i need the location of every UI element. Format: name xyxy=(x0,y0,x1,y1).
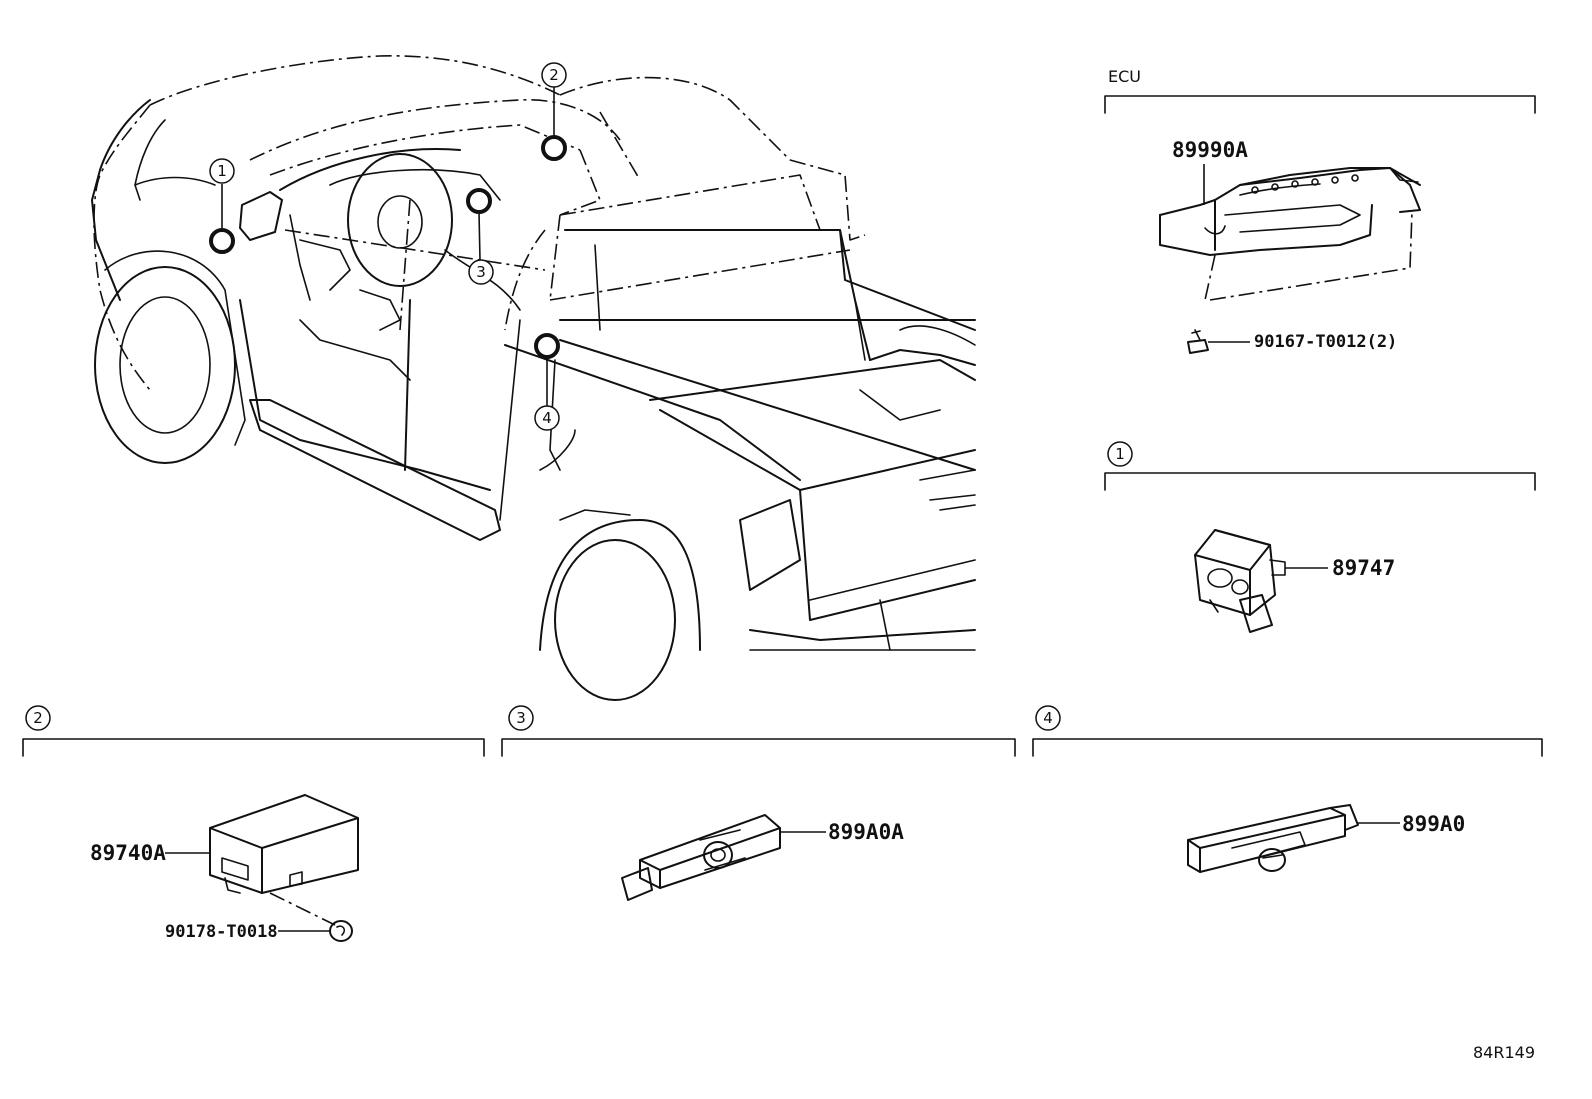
svg-text:1: 1 xyxy=(217,162,227,180)
antenna-899A0-drawing xyxy=(1187,804,1359,873)
antenna-part-label: 899A0 xyxy=(1402,812,1465,836)
section-4-bracket xyxy=(1032,738,1543,757)
truck-illustration: 1 2 3 4 xyxy=(91,55,976,701)
screw-part-label: 90167-T0012(2) xyxy=(1254,332,1397,352)
section-2-bracket xyxy=(22,738,485,757)
section-3: 3 899A0A xyxy=(501,705,1016,901)
ecu-part-label: 89990A xyxy=(1172,138,1248,162)
svg-text:3: 3 xyxy=(516,709,526,727)
ecu-section-bracket xyxy=(1104,95,1536,114)
section-3-callout: 3 xyxy=(508,705,534,731)
svg-text:2: 2 xyxy=(33,709,43,727)
truck-callout-3: 3 xyxy=(468,259,494,285)
truck-callout-2: 2 xyxy=(541,62,567,88)
section-1: 1 89747 xyxy=(1104,441,1536,633)
section-1-callout: 1 xyxy=(1107,441,1133,467)
svg-text:4: 4 xyxy=(1043,709,1053,727)
sensor-part-label: 89747 xyxy=(1332,556,1395,580)
svg-text:4: 4 xyxy=(542,409,552,427)
svg-text:1: 1 xyxy=(1115,445,1125,463)
section-4: 4 899A0 xyxy=(1032,705,1543,873)
antenna-a-part-label: 899A0A xyxy=(828,820,904,844)
ecu-section-label: ECU xyxy=(1108,67,1141,86)
section-2-callout: 2 xyxy=(25,705,51,731)
antenna-899A0A-drawing xyxy=(621,814,781,901)
ecu-module-drawing xyxy=(1159,167,1421,301)
section-2: 2 89740A 90178-T0018 xyxy=(22,705,485,942)
svg-text:2: 2 xyxy=(549,66,559,84)
section-3-bracket xyxy=(501,738,1016,757)
section-4-callout: 4 xyxy=(1035,705,1061,731)
ecu-section: ECU 89990A xyxy=(1104,67,1536,354)
unit-part-label: 89740A xyxy=(90,841,166,865)
svg-text:3: 3 xyxy=(476,263,486,281)
diagram-code: 84R149 xyxy=(1473,1043,1535,1062)
clip-drawing xyxy=(329,920,353,942)
screw-drawing xyxy=(1187,329,1209,354)
clip-part-label: 90178-T0018 xyxy=(165,922,278,942)
truck-callout-1: 1 xyxy=(209,158,235,184)
unit-89740A-drawing xyxy=(209,794,359,926)
sensor-89747-drawing xyxy=(1194,529,1286,633)
truck-callout-4: 4 xyxy=(534,405,560,431)
section-1-bracket xyxy=(1104,472,1536,491)
